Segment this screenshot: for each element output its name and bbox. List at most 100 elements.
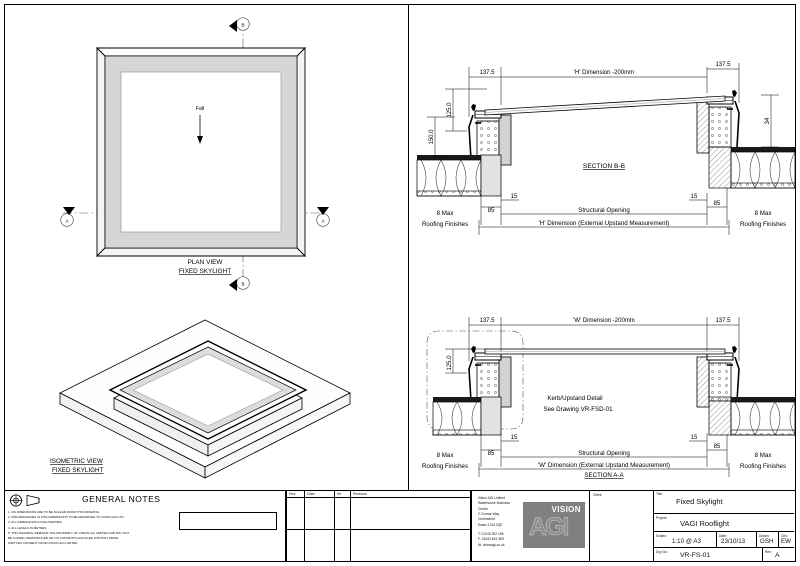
chk-label: Chk:: [781, 533, 788, 538]
section-marker-a-right: A: [316, 207, 330, 227]
aa-dim-15-right: 15: [691, 435, 698, 441]
drawn-subcell: Drawn: GSH: [756, 532, 778, 547]
date-subcell: Date: 23/10/13: [716, 532, 756, 547]
iso-skylight-frame: [108, 340, 308, 440]
table-row[interactable]: [286, 529, 471, 562]
company-line: Essex 1CM 2QE: [478, 522, 503, 527]
svg-text:A: A: [65, 218, 69, 223]
bb-dim-85-right: 85: [714, 201, 721, 207]
company-website[interactable]: W: visionagi.co.uk: [478, 542, 505, 547]
company-line: Chelmsford: [478, 517, 495, 522]
plan-view: Fall B B A A PLAN VIEW: [55, 10, 355, 295]
company-telephone: T: 01245 202 198: [478, 531, 504, 536]
revision-cell-date: [304, 529, 335, 562]
logo-mark-agi: AGI: [529, 513, 570, 542]
project-row: Project: VAGI Rooflight: [654, 514, 794, 532]
third-angle-projection-symbol: [9, 494, 40, 507]
sheet-border: [4, 4, 796, 562]
bb-dim-85-left: 85: [488, 208, 495, 214]
note-item: 4. ALL LEVELS IN METRES.: [8, 525, 48, 530]
company-line: 2 Cromar Way: [478, 511, 500, 516]
bb-roofing-right-1: 8 Max: [755, 210, 773, 217]
svg-text:B: B: [241, 281, 244, 286]
aa-structural-opening: Structural Opening: [578, 450, 630, 457]
table-row[interactable]: [286, 497, 471, 530]
fall-arrow: [197, 115, 203, 144]
note-item: 3. ALL DIMENSIONS IN MILLIMETRES.: [8, 520, 63, 525]
kerb-left-aa: [468, 346, 512, 408]
revision-cell-revision: [350, 529, 471, 562]
scales-label: Scales:: [656, 533, 667, 538]
revision-header-revision: Revision: [350, 490, 471, 498]
detail-callout-balloon: [426, 330, 524, 430]
client-label: Client:: [593, 493, 603, 497]
general-notes-list: 1. NO DIMENSIONS ARE TO BE SCALED FROM T…: [8, 510, 155, 547]
drawn-value: GSH: [760, 538, 774, 545]
dimension-lines: [427, 63, 779, 235]
sheet-vertical-divider: [408, 4, 409, 490]
revision-cell-revision: [350, 497, 471, 530]
company-line: Center: [478, 506, 488, 511]
section-marker-a-left: A: [60, 207, 75, 227]
aa-roofing-right-2: Roofing Finishes: [740, 463, 786, 470]
drg-no-value: VR-FS-01: [680, 552, 711, 559]
aa-roofing-right-1: 8 Max: [755, 452, 773, 459]
skylight-glazing: [120, 71, 282, 233]
section-marker-b-bottom: B: [229, 276, 250, 291]
aa-top-dimension: 'W' Dimension -200mm: [573, 318, 635, 324]
isometric-view: ISOMETRIC VIEW FIXED SKYLIGHT: [30, 315, 360, 485]
scales-value: 1:10 @ A3: [672, 538, 701, 545]
bb-roofing-left-2: Roofing Finishes: [422, 221, 468, 228]
rev-subcell: Rev: A: [762, 548, 794, 562]
note-item: 2. DISCREPANCIES IN SITE DIMENSIONS TO B…: [8, 515, 125, 520]
company-line: Vision AGI Limited: [478, 496, 505, 500]
title-block: GENERAL NOTES 1. NO DIMENSIONS ARE TO BE…: [4, 490, 796, 562]
iso-view-title-line2: FIXED SKYLIGHT: [52, 467, 104, 474]
drawing-number-row: Drg No.: VR-FS-01 Rev: A: [654, 548, 794, 562]
rev-label: Rev:: [765, 549, 772, 554]
revision-cell-int: [334, 497, 351, 530]
bb-roofing-left-1: 8 Max: [437, 210, 455, 217]
company-info-cell: Vision AGI Limited Waterhouse Business C…: [472, 490, 590, 562]
revision-header-row: Rev Date Int Revision: [286, 490, 471, 498]
bb-section-title: SECTION B-B: [583, 163, 626, 170]
section-bb-view: 'H' Dimension -200mm 137.5 137.5 125.0 1…: [415, 55, 797, 245]
notes-stamp-box: [179, 512, 277, 530]
logo-word-vision: VISION: [551, 505, 581, 514]
aa-dim-125: 125.0: [447, 355, 453, 371]
roof-deck-right: [708, 146, 796, 189]
aa-roofing-left-2: Roofing Finishes: [422, 463, 468, 470]
bb-dim-15-right: 15: [691, 194, 698, 200]
section-aa-view: 'W' Dimension -200mm 137.5 137.5 125.0 1…: [415, 305, 797, 495]
plan-view-title-line1: PLAN VIEW: [188, 259, 224, 266]
glazing-pane: [484, 95, 726, 116]
general-notes-cell: GENERAL NOTES 1. NO DIMENSIONS ARE TO BE…: [4, 490, 286, 562]
bb-dim-137-left: 137.5: [479, 70, 495, 76]
revision-table: Rev Date Int Revision: [286, 490, 471, 562]
aa-dim-85-right: 85: [714, 444, 721, 450]
fall-label: Fall: [196, 106, 204, 112]
aa-roofing-left-1: 8 Max: [437, 452, 455, 459]
roof-deck-left-aa: [432, 396, 502, 436]
aa-detail-note-1: Kerb/Upstand Detail: [547, 395, 602, 402]
bb-roofing-right-2: Roofing Finishes: [740, 221, 786, 228]
company-fax: F: 01623 841 989: [478, 537, 504, 542]
drawn-label: Drawn:: [759, 533, 770, 538]
bb-dim-125: 125.0: [447, 102, 453, 118]
company-line: Waterhouse Business: [478, 501, 510, 506]
aa-dim-137-right: 137.5: [715, 318, 731, 324]
rev-value: A: [775, 552, 780, 559]
roof-deck-right-aa: [708, 396, 796, 436]
section-marker-b-top: B: [229, 17, 250, 32]
vision-agi-logo: AGI VISION: [523, 502, 585, 548]
svg-text:B: B: [241, 22, 244, 27]
aa-overall-dimension: 'W' Dimension (External Upstand Measurem…: [538, 462, 670, 469]
dimension-lines-aa: [445, 317, 740, 477]
revision-header-rev: Rev: [286, 490, 305, 498]
bb-dim-137-right: 137.5: [715, 62, 731, 68]
date-value: 23/10/13: [721, 538, 746, 545]
bb-overall-dimension: 'H' Dimension (External Upstand Measurem…: [539, 220, 670, 227]
revision-cell-rev: [286, 529, 305, 562]
chk-subcell: Chk: EW: [778, 532, 794, 547]
project-value: VAGI Rooflight: [680, 519, 730, 528]
